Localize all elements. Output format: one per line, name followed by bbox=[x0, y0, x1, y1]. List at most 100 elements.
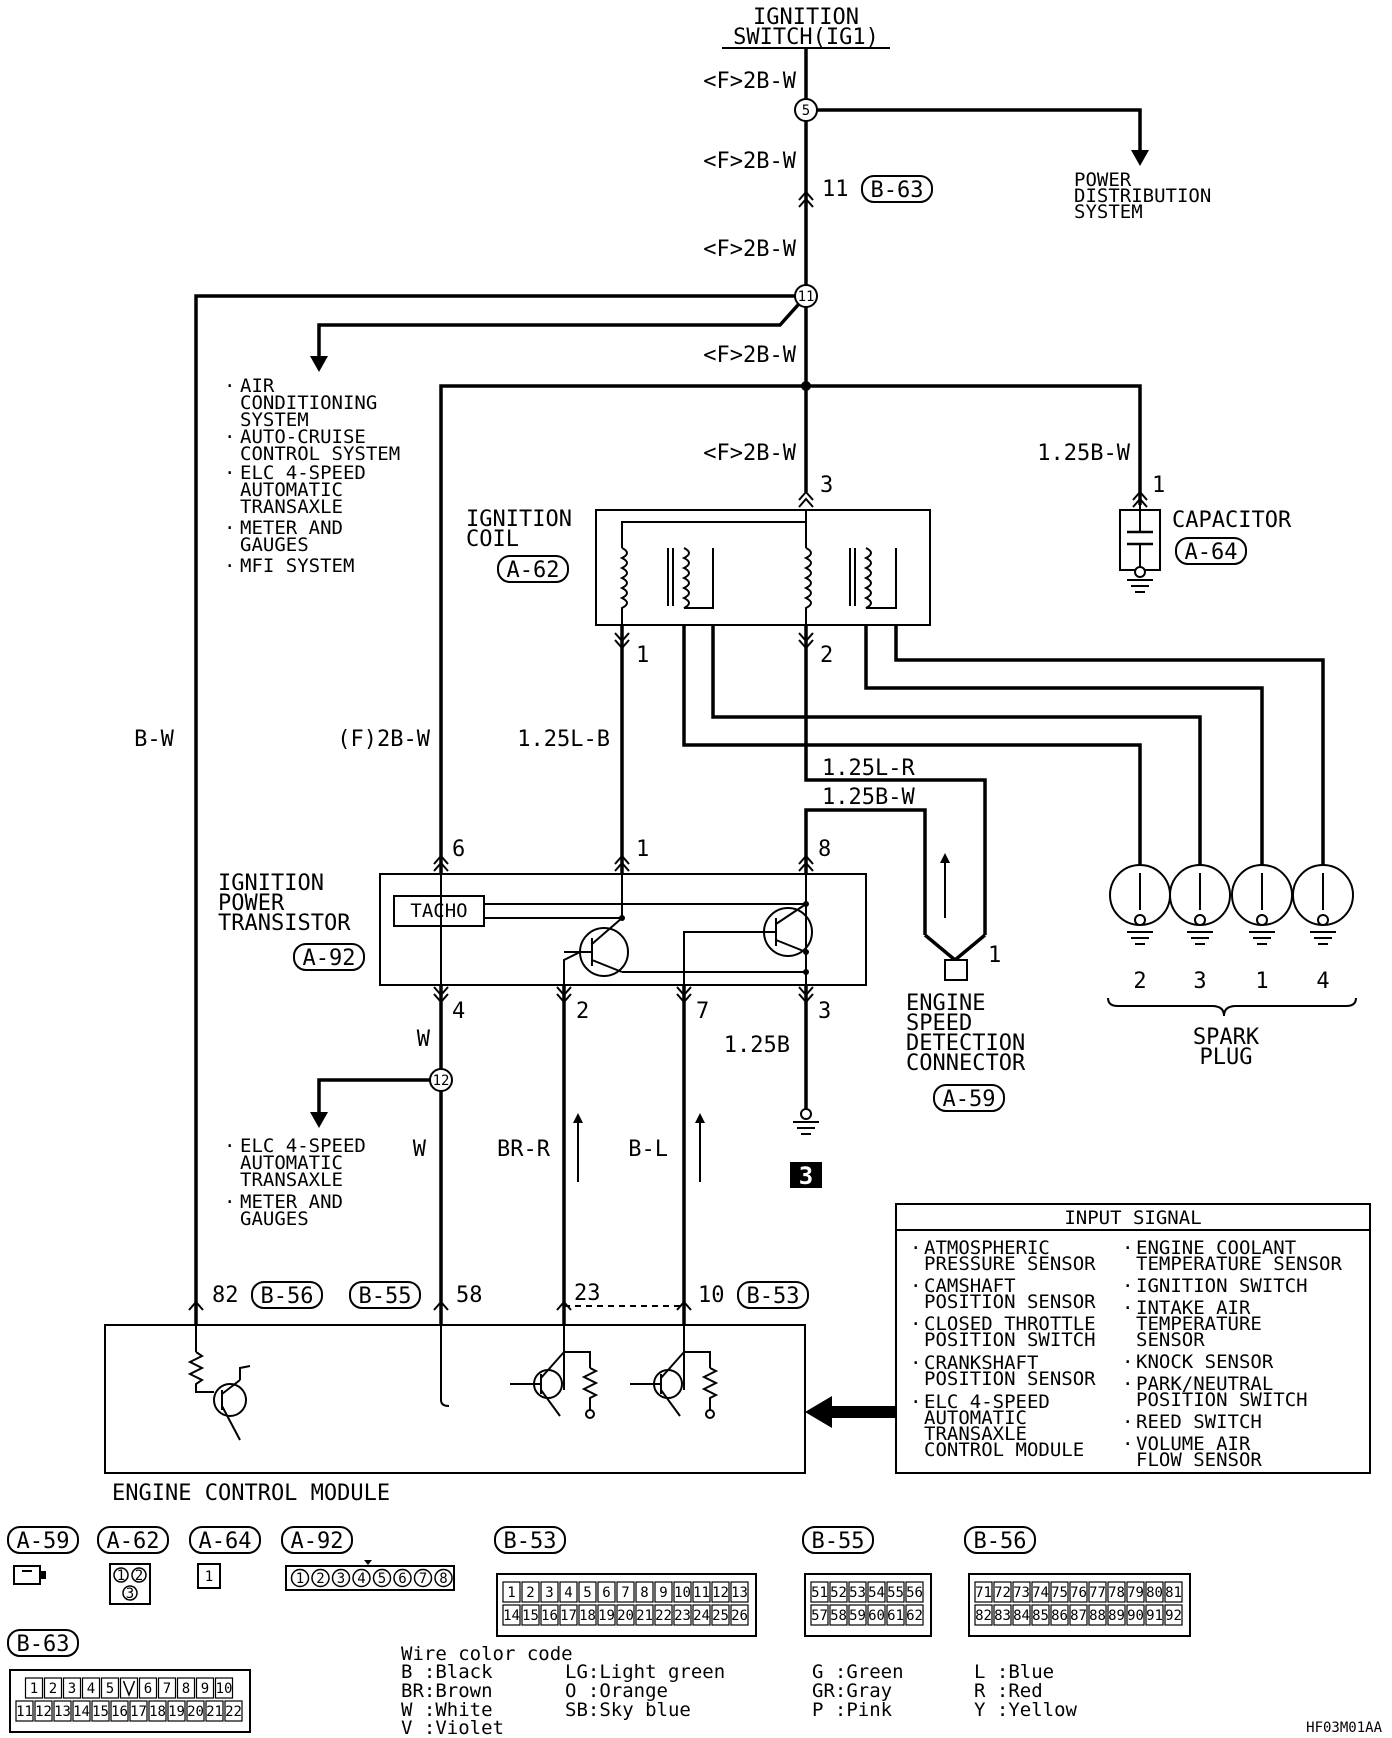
connector-pin bbox=[886, 1581, 905, 1603]
connector-pin bbox=[224, 1700, 243, 1722]
connector-pin-number: 9 bbox=[659, 1585, 667, 1601]
connector-pin bbox=[1088, 1604, 1107, 1626]
connector-pin-number: 9 bbox=[201, 1681, 209, 1697]
connector-pin-number: 8 bbox=[439, 1571, 447, 1587]
tacho-label: TACHO bbox=[410, 900, 467, 922]
connector-pin bbox=[635, 1604, 654, 1626]
connector-pin bbox=[848, 1604, 867, 1626]
connector-pin-number: 62 bbox=[906, 1608, 923, 1624]
connector-pin bbox=[148, 1700, 167, 1722]
pin-label: 2 bbox=[820, 643, 833, 668]
spark-plug-number: 3 bbox=[1193, 969, 1206, 994]
connector-pin bbox=[578, 1581, 597, 1603]
wire-label: <F>2B-W bbox=[703, 69, 796, 94]
connector-pin bbox=[331, 1568, 351, 1588]
connector-pin bbox=[1164, 1581, 1183, 1603]
svg-text:V :Violet: V :Violet bbox=[401, 1717, 504, 1738]
pin-label: 82 bbox=[212, 1283, 239, 1308]
pin-label: 3 bbox=[818, 999, 831, 1024]
connector-pin-number: 23 bbox=[674, 1608, 691, 1624]
lr-wire bbox=[804, 625, 987, 935]
svg-text:CRANKSHAFT: CRANKSHAFT bbox=[924, 1352, 1038, 1374]
svg-text:CONDITIONING: CONDITIONING bbox=[240, 392, 377, 414]
connector-pin-number: 15 bbox=[92, 1704, 109, 1720]
wire-label: 1.25L-R bbox=[822, 756, 915, 781]
junction-5-label: 5 bbox=[802, 103, 810, 119]
bw-wire bbox=[194, 294, 806, 1325]
pin-label: 23 bbox=[574, 1281, 601, 1306]
power-distribution-wire bbox=[806, 108, 1142, 152]
connector-id: A-62 bbox=[507, 558, 560, 583]
svg-text:METER AND: METER AND bbox=[240, 517, 343, 539]
connector-pin bbox=[559, 1581, 578, 1603]
connector-pin bbox=[502, 1604, 521, 1626]
junction-5 bbox=[794, 98, 818, 122]
connector-pin bbox=[521, 1604, 540, 1626]
key-notch-icon bbox=[122, 1680, 136, 1698]
svg-text:B :Black: B :Black bbox=[401, 1661, 493, 1683]
spark-wire-3 bbox=[711, 548, 1202, 873]
connector-pin bbox=[129, 1700, 148, 1722]
connector-pin bbox=[540, 1604, 559, 1626]
svg-text:IGNITION SWITCH: IGNITION SWITCH bbox=[1136, 1275, 1308, 1297]
connector-pin bbox=[905, 1604, 924, 1626]
connector-pin bbox=[597, 1604, 616, 1626]
connector-pin bbox=[1012, 1604, 1031, 1626]
input-signal-right: · ENGINE COOLANT TEMPERATURE SENSOR · IG… bbox=[1122, 1237, 1342, 1471]
spark-wire-2 bbox=[682, 548, 1142, 873]
connector-pin-number: 22 bbox=[225, 1704, 242, 1720]
svg-text:AUTOMATIC: AUTOMATIC bbox=[240, 1152, 343, 1174]
splice-dot bbox=[801, 381, 811, 391]
svg-text:TEMPERATURE SENSOR: TEMPERATURE SENSOR bbox=[1136, 1253, 1342, 1275]
connector-pin-number: 7 bbox=[621, 1585, 629, 1601]
svg-text:AUTOMATIC: AUTOMATIC bbox=[240, 479, 343, 501]
ignition-switch-label: SWITCH(IG1) bbox=[733, 25, 879, 50]
connector-pin bbox=[711, 1604, 730, 1626]
connector-pin bbox=[214, 1677, 234, 1699]
spark-plugs bbox=[1109, 864, 1354, 945]
connector-pin bbox=[616, 1581, 635, 1603]
figure-id: HF03M01AA bbox=[1306, 1720, 1382, 1736]
svg-text:CAMSHAFT: CAMSHAFT bbox=[924, 1275, 1016, 1297]
connector-pin bbox=[810, 1581, 829, 1603]
connector-pin bbox=[654, 1604, 673, 1626]
svg-text:POSITION SENSOR: POSITION SENSOR bbox=[924, 1368, 1096, 1390]
svg-text:TRANSAXLE: TRANSAXLE bbox=[924, 1423, 1027, 1445]
esd-connector-icon bbox=[944, 959, 968, 981]
svg-text:·: · bbox=[1122, 1275, 1133, 1297]
junction-12-label: 12 bbox=[433, 1073, 450, 1089]
wire-label: <F>2B-W bbox=[703, 441, 796, 466]
svg-text:·: · bbox=[224, 375, 235, 397]
svg-text:POSITION SWITCH: POSITION SWITCH bbox=[924, 1329, 1096, 1351]
svg-text:·: · bbox=[910, 1275, 921, 1297]
connector-pin bbox=[138, 1677, 158, 1699]
connector-pin-number: 21 bbox=[206, 1704, 223, 1720]
wire-label: (F)2B-W bbox=[337, 727, 430, 752]
svg-text:MFI SYSTEM: MFI SYSTEM bbox=[240, 555, 354, 577]
connector-pin bbox=[993, 1604, 1012, 1626]
connector-pin bbox=[635, 1581, 654, 1603]
connector-pin bbox=[100, 1677, 120, 1699]
svg-text:·: · bbox=[910, 1237, 921, 1259]
pin-label: 1 bbox=[988, 943, 1001, 968]
connector-pin bbox=[829, 1581, 848, 1603]
connector-pin-number: 55 bbox=[887, 1585, 904, 1601]
connector-pin bbox=[692, 1604, 711, 1626]
spark-plug-icon bbox=[1169, 864, 1231, 945]
connector-id: A-59 bbox=[943, 1087, 996, 1112]
power-distribution-label: POWER bbox=[1074, 169, 1132, 191]
capacitor-wire bbox=[806, 384, 1142, 505]
svg-text:·: · bbox=[1122, 1433, 1133, 1455]
connector-pin-number: 11 bbox=[693, 1585, 710, 1601]
esd-label: CONNECTOR bbox=[906, 1051, 1026, 1076]
svg-text:SB:Sky blue: SB:Sky blue bbox=[565, 1699, 691, 1721]
connector-pin bbox=[72, 1700, 91, 1722]
esd-label: DETECTION bbox=[906, 1031, 1025, 1056]
connector-id: B-56 bbox=[261, 1284, 314, 1309]
connector-pin-number: 19 bbox=[168, 1704, 185, 1720]
connector-pin-number: 17 bbox=[130, 1704, 147, 1720]
svg-text:REED SWITCH: REED SWITCH bbox=[1136, 1411, 1262, 1433]
pin-label: 1 bbox=[1152, 473, 1165, 498]
connector-pin bbox=[867, 1604, 886, 1626]
connector-pin-number: 14 bbox=[503, 1608, 520, 1624]
